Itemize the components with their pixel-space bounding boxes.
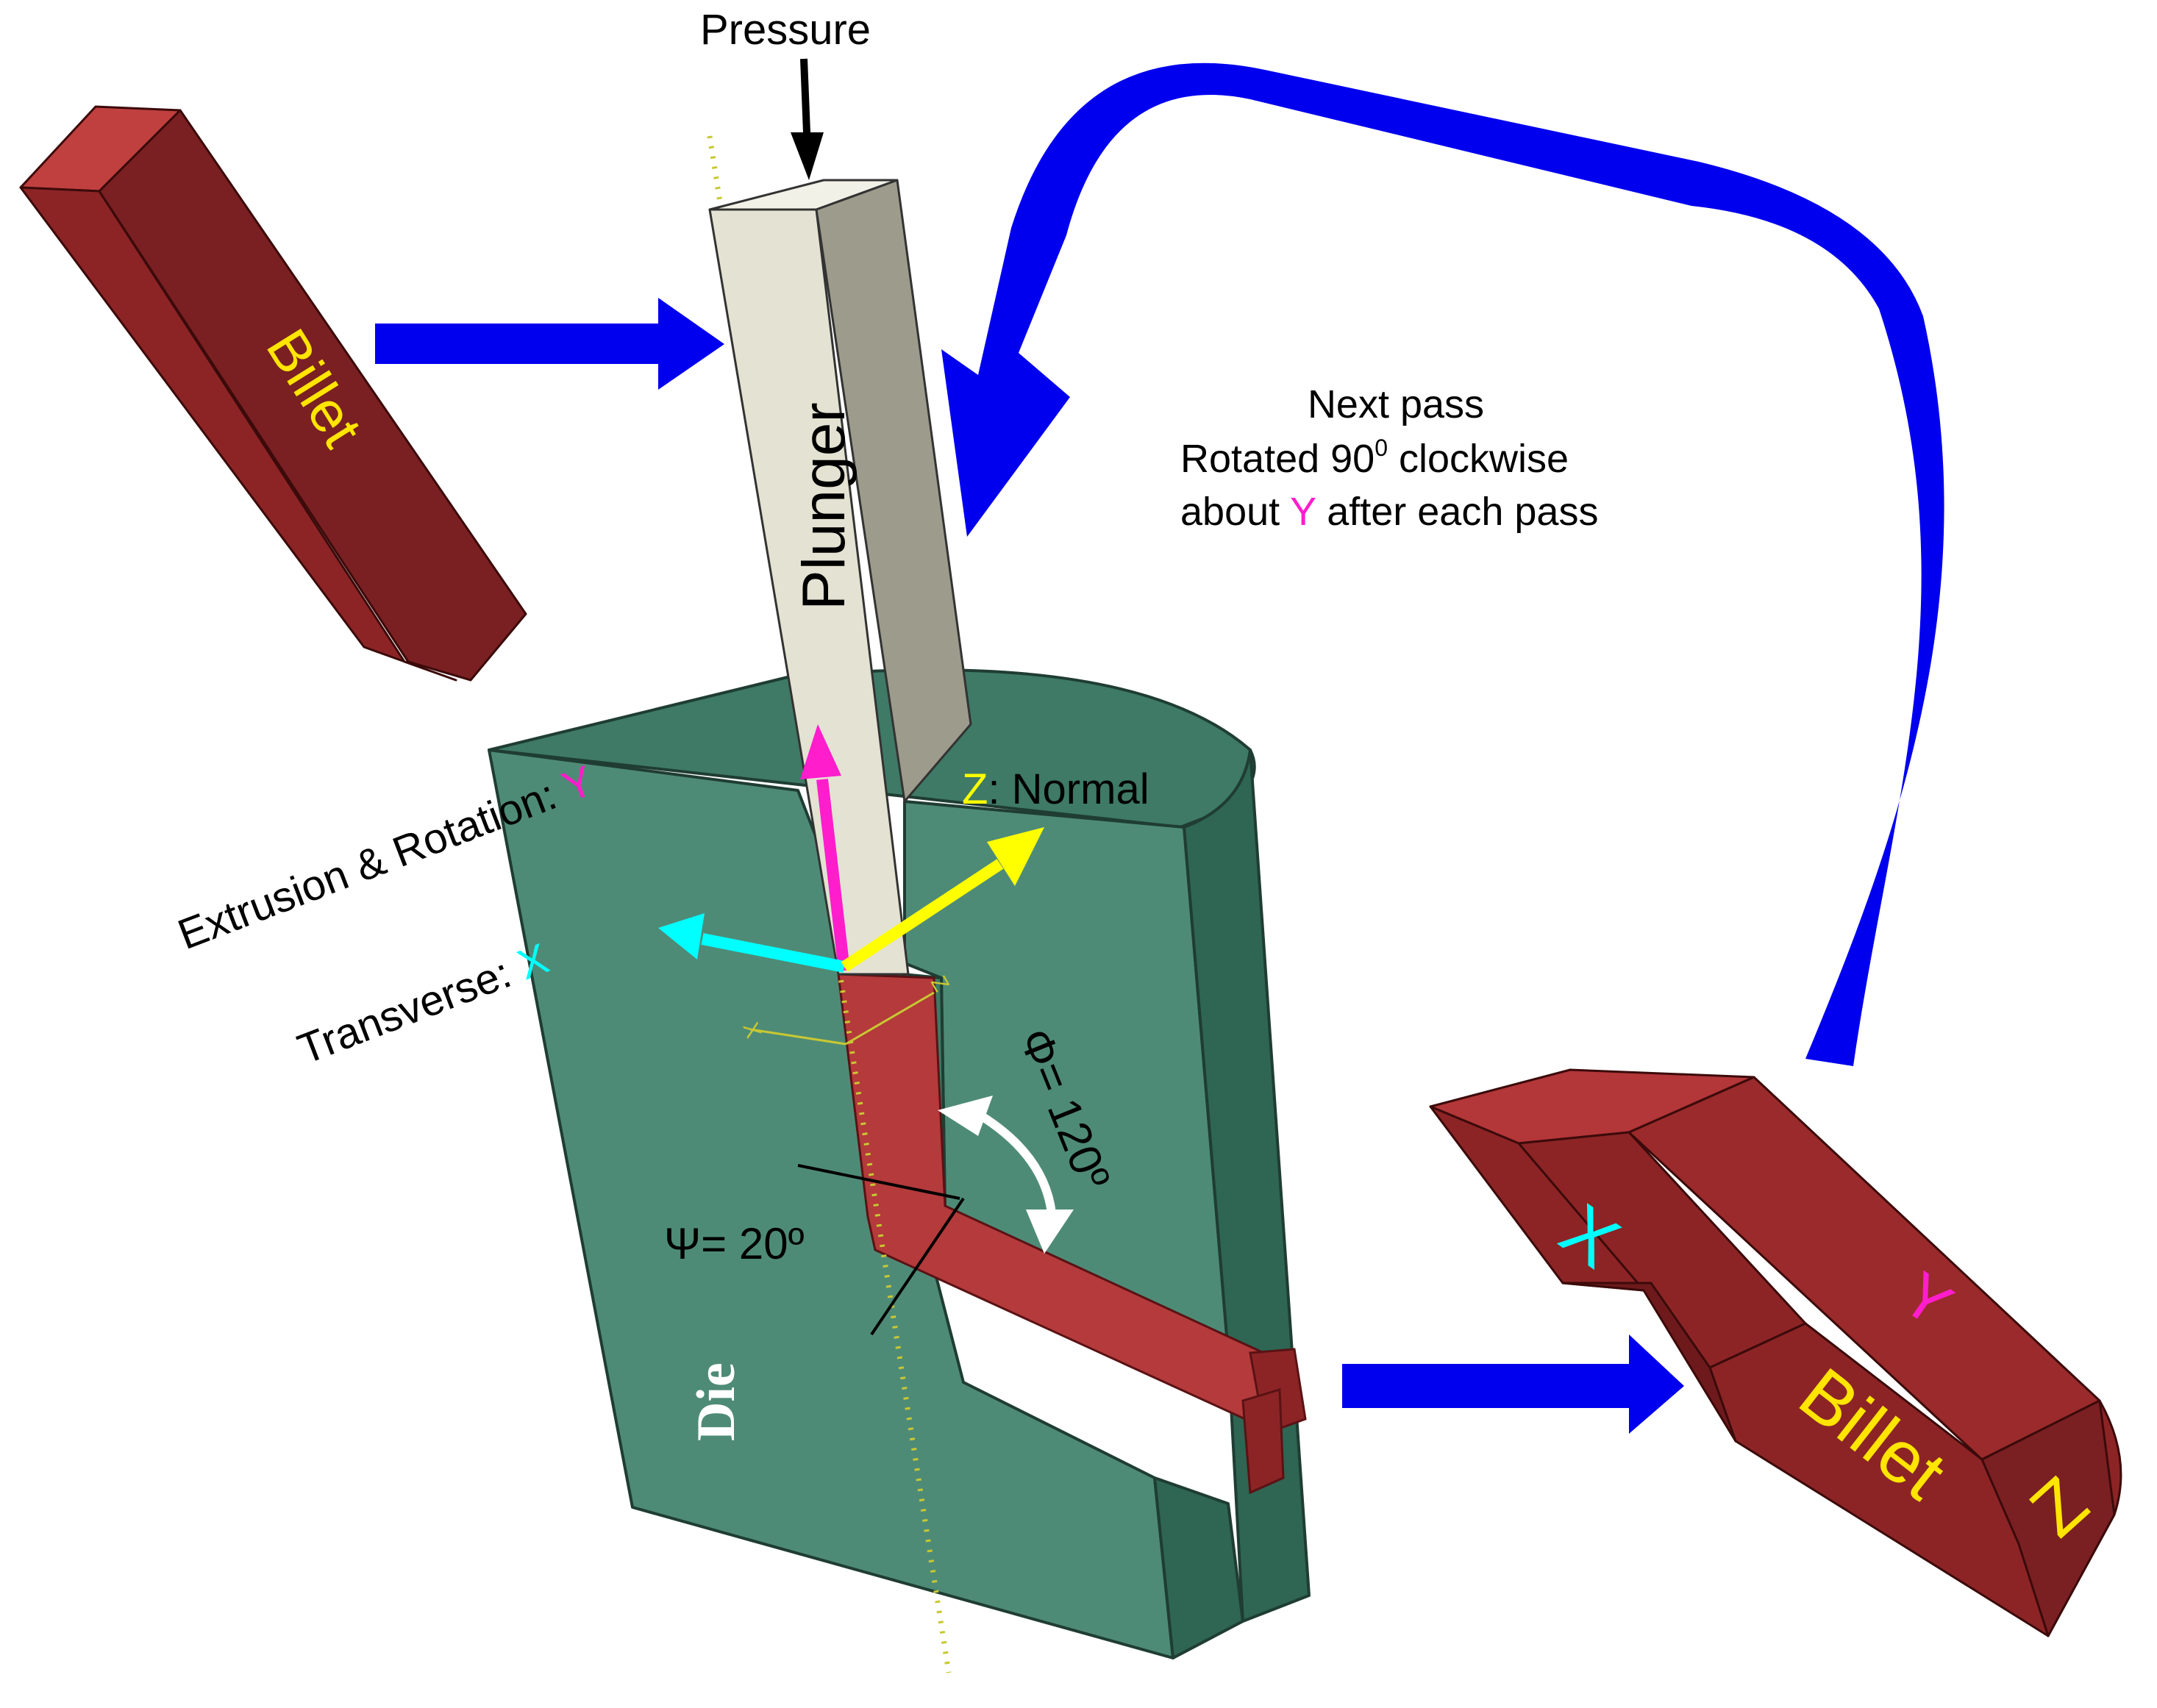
billet-in-die	[837, 973, 1307, 1495]
psi-label: Ψ= 20º	[664, 1219, 805, 1268]
next-pass-label: Next pass	[1308, 382, 1484, 426]
axis-y-arrow	[816, 779, 850, 971]
die-label: Die	[686, 1362, 746, 1441]
pressure-label: Pressure	[700, 6, 871, 54]
arrow-billet-to-plunger	[375, 298, 724, 390]
transverse-label: Transverse: X	[291, 935, 555, 1073]
plunger-side	[815, 179, 972, 803]
normal-label: Z: Normal	[962, 765, 1149, 813]
flow-arrows	[375, 62, 1944, 1434]
billet-left	[19, 105, 527, 682]
pressure-arrow	[791, 58, 824, 180]
phi-curved-arrow	[938, 1096, 1074, 1254]
arrow-next-pass-loop	[941, 62, 1944, 1067]
billet-right	[1429, 1068, 2122, 1637]
arrow-die-to-billet	[1342, 1334, 1684, 1434]
axis-x-arrow	[701, 933, 846, 973]
axis-triad	[658, 724, 1044, 973]
plunger	[708, 179, 972, 976]
plunger-front	[708, 208, 910, 976]
die-exit-face	[1153, 1476, 1244, 1659]
plunger-label: Plunger	[791, 402, 858, 610]
rotated-label: Rotated 900 clockwise	[1180, 435, 1569, 481]
small-axis-marker	[749, 991, 935, 1046]
about-label: about Y after each pass	[1180, 490, 1598, 534]
axis-z-arrow	[841, 859, 1004, 972]
psi-angle-lines	[797, 1164, 965, 1336]
